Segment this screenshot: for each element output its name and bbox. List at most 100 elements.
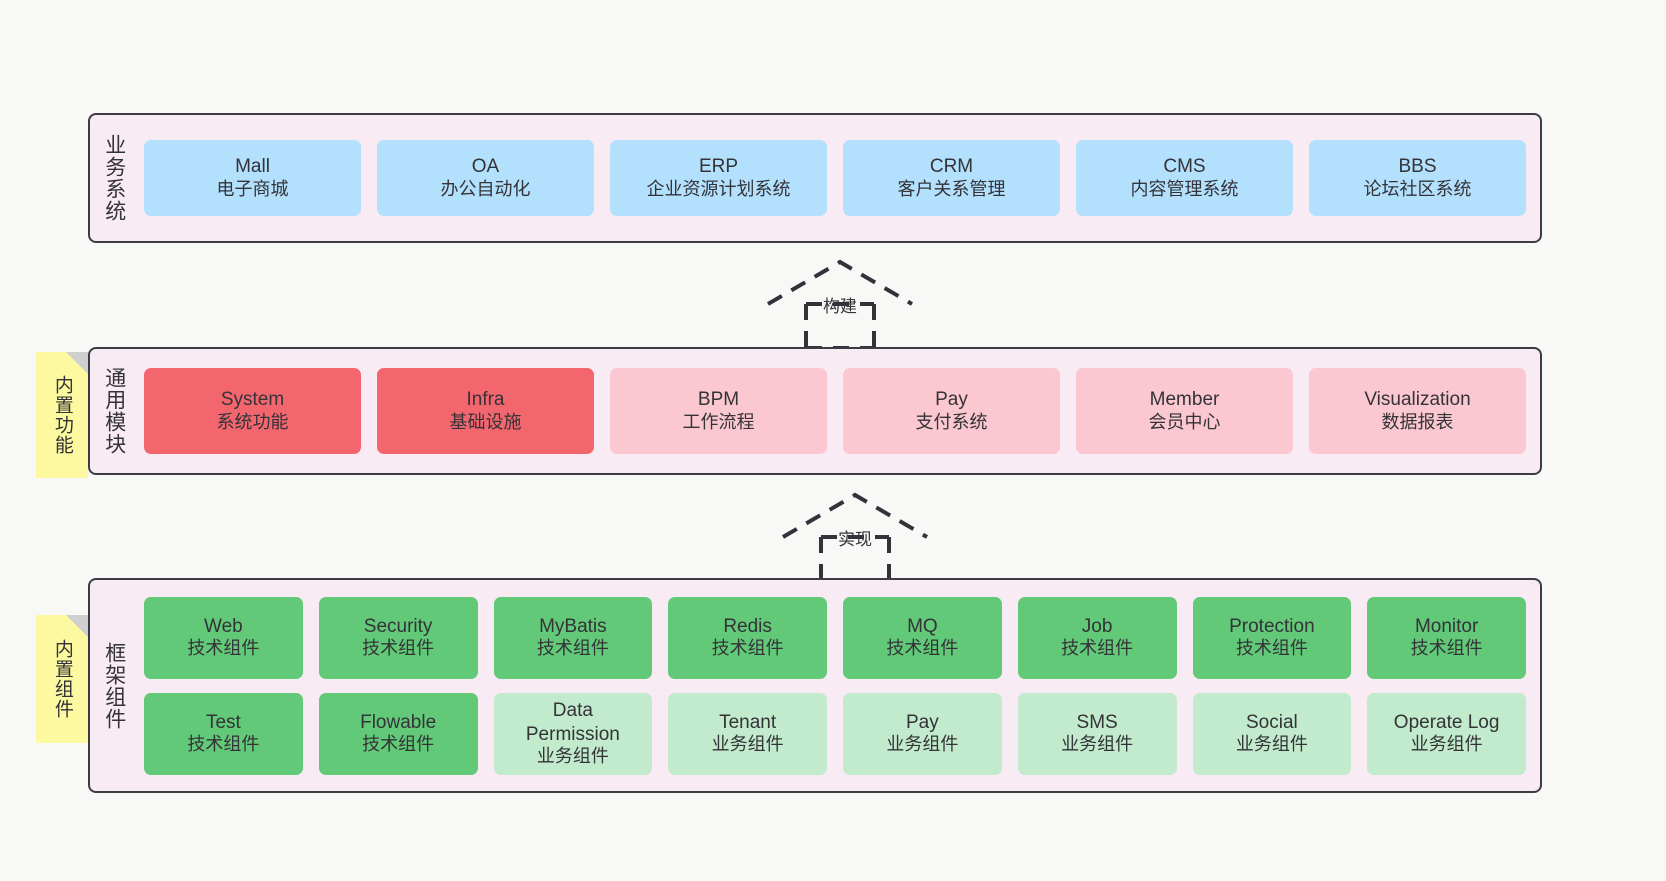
- card-member[interactable]: Member 会员中心: [1076, 368, 1293, 454]
- card-subtitle: 技术组件: [711, 638, 784, 659]
- card-subtitle: 技术组件: [1061, 638, 1134, 659]
- card-title: OA: [471, 156, 500, 178]
- card-subtitle: 业务组件: [1061, 734, 1134, 755]
- card-title: Flowable: [360, 711, 437, 733]
- business-card-row: Mall 电子商城 OA 办公自动化 ERP 企业资源计划系统 CRM 客户关系…: [144, 140, 1526, 216]
- card-title: CRM: [929, 156, 974, 178]
- card-title: Job: [1081, 615, 1113, 637]
- card-title: Pay: [906, 711, 939, 733]
- connector-build-label: 构建: [823, 297, 857, 316]
- card-subtitle: 论坛社区系统: [1363, 178, 1472, 199]
- card-title: Member: [1149, 389, 1220, 411]
- card-subtitle: 技术组件: [1410, 638, 1483, 659]
- module-card-row: System 系统功能 Infra 基础设施 BPM 工作流程 Pay 支付系统…: [144, 368, 1526, 454]
- card-system[interactable]: System 系统功能: [144, 368, 361, 454]
- card-title: Monitor: [1414, 615, 1479, 637]
- layer-title-module: 通用模块: [102, 367, 126, 455]
- layer-title-frame: 框架组件: [102, 641, 126, 730]
- card-oa[interactable]: OA 办公自动化: [377, 140, 594, 216]
- card-subtitle: 技术组件: [1235, 638, 1308, 659]
- layer-framework-components: 框架组件 Web 技术组件 Security 技术组件 MyBatis 技术组件…: [88, 578, 1542, 793]
- card-title: SMS: [1076, 711, 1118, 733]
- generalization-arrow-icon: [781, 492, 929, 583]
- card-subtitle: 企业资源计划系统: [646, 178, 791, 199]
- card-bbs[interactable]: BBS 论坛社区系统: [1309, 140, 1526, 216]
- card-title: Operate Log: [1393, 711, 1500, 733]
- card-pay-component[interactable]: Pay 业务组件: [843, 692, 1002, 775]
- card-subtitle: 工作流程: [682, 411, 755, 432]
- card-subtitle: 技术组件: [187, 638, 260, 659]
- card-mybatis[interactable]: MyBatis 技术组件: [493, 596, 653, 679]
- card-subtitle: 业务组件: [711, 734, 784, 755]
- connector-build: 构建: [760, 256, 920, 350]
- card-subtitle: 技术组件: [886, 638, 959, 659]
- note-builtin-features: 内置功能: [36, 352, 88, 478]
- card-sms[interactable]: SMS 业务组件: [1017, 692, 1177, 775]
- card-cms[interactable]: CMS 内容管理系统: [1076, 140, 1293, 216]
- connector-implement: 实现: [775, 489, 935, 583]
- card-title: Test: [205, 711, 241, 733]
- card-monitor[interactable]: Monitor 技术组件: [1367, 596, 1526, 679]
- card-title: Social: [1246, 711, 1298, 733]
- card-subtitle: 技术组件: [362, 734, 435, 755]
- card-subtitle: 业务组件: [1235, 734, 1308, 755]
- card-title: Protection: [1229, 615, 1315, 637]
- card-bpm[interactable]: BPM 工作流程: [610, 368, 827, 454]
- card-security[interactable]: Security 技术组件: [318, 596, 478, 679]
- card-title: Mall: [235, 156, 270, 178]
- card-tenant[interactable]: Tenant 业务组件: [668, 692, 827, 775]
- card-visualization[interactable]: Visualization 数据报表: [1309, 368, 1526, 454]
- card-protection[interactable]: Protection 技术组件: [1192, 596, 1352, 679]
- frame-card-row-tech: Web 技术组件 Security 技术组件 MyBatis 技术组件 Redi…: [144, 596, 1526, 679]
- card-subtitle: 业务组件: [1410, 734, 1483, 755]
- card-title: System: [220, 389, 285, 411]
- card-mall[interactable]: Mall 电子商城: [144, 140, 361, 216]
- card-social[interactable]: Social 业务组件: [1192, 692, 1352, 775]
- connector-implement-label: 实现: [838, 530, 872, 549]
- card-crm[interactable]: CRM 客户关系管理: [843, 140, 1060, 216]
- card-title: Pay: [935, 389, 968, 411]
- card-title: BPM: [697, 389, 740, 411]
- card-subtitle: 业务组件: [886, 734, 959, 755]
- card-subtitle: 系统功能: [216, 411, 289, 432]
- card-subtitle: 客户关系管理: [897, 178, 1006, 199]
- card-title: MQ: [907, 615, 938, 637]
- card-title: Redis: [723, 615, 772, 637]
- card-title: Tenant: [719, 711, 777, 733]
- layer-body-business: Mall 电子商城 OA 办公自动化 ERP 企业资源计划系统 CRM 客户关系…: [138, 115, 1540, 241]
- card-subtitle: 技术组件: [187, 734, 260, 755]
- card-subtitle: 电子商城: [216, 178, 289, 199]
- card-subtitle: 内容管理系统: [1130, 178, 1239, 199]
- card-subtitle: 支付系统: [915, 411, 988, 432]
- card-data-permission[interactable]: Data Permission 业务组件: [493, 692, 653, 775]
- card-web[interactable]: Web 技术组件: [144, 596, 303, 679]
- card-pay-module[interactable]: Pay 支付系统: [843, 368, 1060, 454]
- card-subtitle: 技术组件: [362, 638, 435, 659]
- card-title: MyBatis: [539, 615, 607, 637]
- card-erp[interactable]: ERP 企业资源计划系统: [610, 140, 827, 216]
- card-title: ERP: [698, 156, 739, 178]
- card-operate-log[interactable]: Operate Log 业务组件: [1367, 692, 1526, 775]
- card-subtitle: 数据报表: [1381, 411, 1454, 432]
- card-subtitle: 技术组件: [536, 638, 609, 659]
- layer-business-systems: 业务系统 Mall 电子商城 OA 办公自动化 ERP 企业资源计划系统 CRM…: [88, 113, 1542, 243]
- card-subtitle: 业务组件: [536, 745, 609, 766]
- card-flowable[interactable]: Flowable 技术组件: [318, 692, 478, 775]
- generalization-arrow-icon: [766, 259, 914, 350]
- card-infra[interactable]: Infra 基础设施: [377, 368, 594, 454]
- card-test[interactable]: Test 技术组件: [144, 692, 303, 775]
- card-redis[interactable]: Redis 技术组件: [668, 596, 827, 679]
- card-mq[interactable]: MQ 技术组件: [843, 596, 1002, 679]
- note-label: 内置功能: [51, 375, 73, 455]
- layer-common-modules: 通用模块 System 系统功能 Infra 基础设施 BPM 工作流程 Pay…: [88, 347, 1542, 475]
- card-title: Security: [363, 615, 433, 637]
- card-subtitle: 办公自动化: [440, 178, 531, 199]
- card-title: Web: [204, 615, 243, 637]
- card-job[interactable]: Job 技术组件: [1017, 596, 1177, 679]
- frame-card-row-biz: Test 技术组件 Flowable 技术组件 Data Permission …: [144, 692, 1526, 775]
- note-fold-icon: [66, 352, 88, 374]
- card-title: BBS: [1398, 156, 1437, 178]
- card-title: Data Permission: [525, 700, 620, 745]
- card-title: CMS: [1163, 156, 1206, 178]
- card-subtitle: 会员中心: [1148, 411, 1221, 432]
